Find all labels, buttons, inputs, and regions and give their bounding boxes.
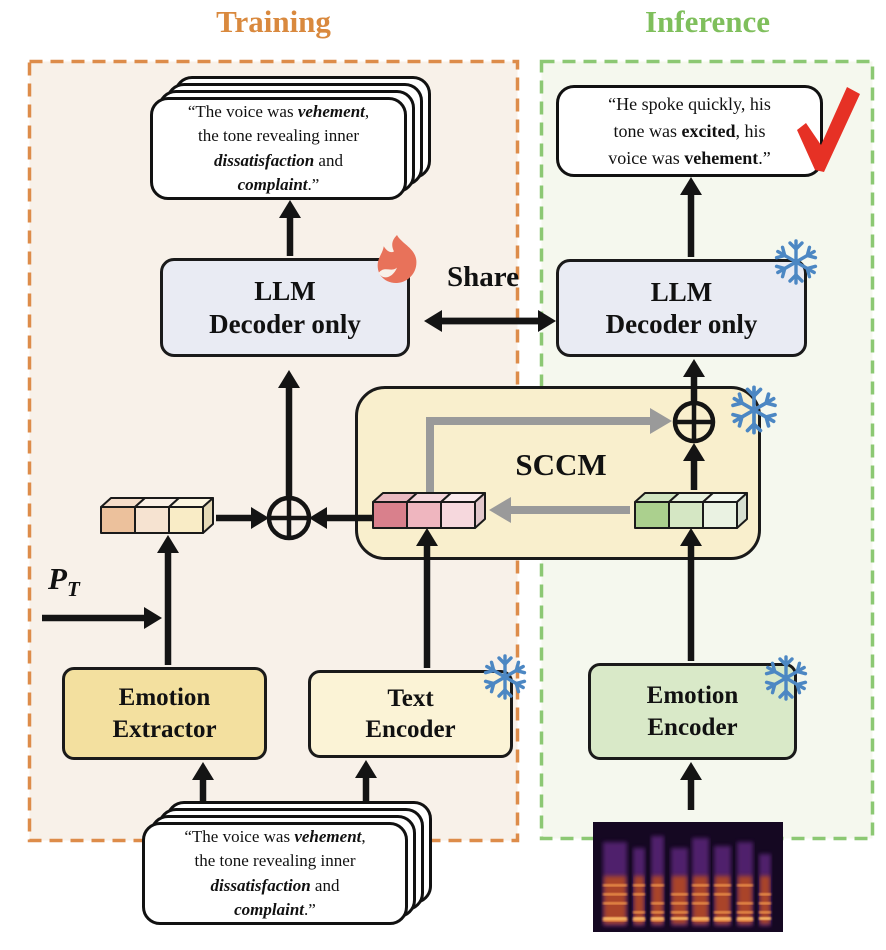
- text-encoder-box: Text Encoder: [308, 670, 513, 758]
- llm-decoder-training-box: LLM Decoder only: [160, 258, 410, 357]
- snowflake-icon: [480, 652, 530, 702]
- prompt-pt-label: PT: [48, 561, 80, 602]
- training-input-text: “The voice was vehement,the tone reveali…: [184, 827, 366, 919]
- emotion-extractor-box: Emotion Extractor: [62, 667, 267, 760]
- training-title: Training: [216, 4, 331, 39]
- snowflake-icon: [761, 653, 811, 703]
- inference-title: Inference: [644, 4, 771, 39]
- sccm-label: SCCM: [515, 447, 607, 482]
- llm-decoder-inference-box: LLM Decoder only: [556, 259, 807, 357]
- training-output-text: “The voice was vehement,the tone reveali…: [187, 102, 370, 194]
- snowflake-icon: [771, 237, 821, 287]
- training-output-card: “The voice was vehement,the tone reveali…: [150, 97, 407, 200]
- share-label: Share: [447, 261, 519, 293]
- emotion-encoder-box: Emotion Encoder: [588, 663, 797, 760]
- spectrogram-image: [593, 822, 783, 932]
- training-input-card: “The voice was vehement,the tone reveali…: [142, 822, 408, 925]
- check-icon: [797, 87, 860, 172]
- snowflake-icon: [727, 383, 781, 437]
- fire-icon: [377, 235, 417, 283]
